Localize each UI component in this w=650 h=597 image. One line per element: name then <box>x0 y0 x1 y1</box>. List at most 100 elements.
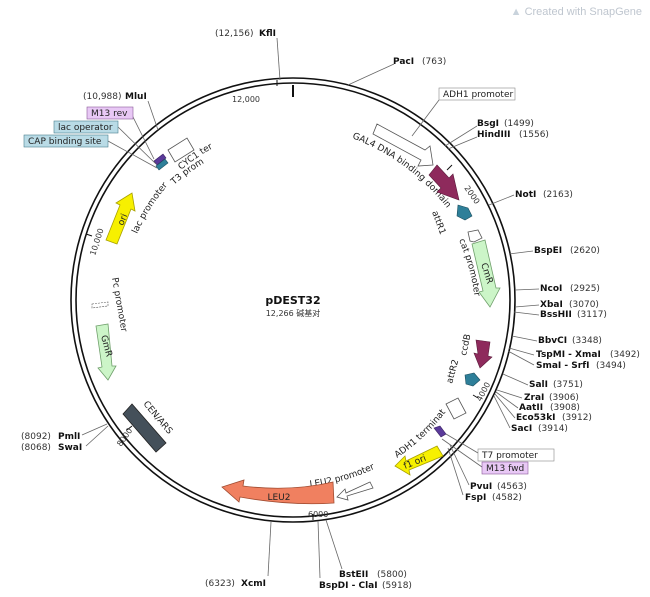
feature-white-box[interactable] <box>445 397 467 420</box>
cap-binding-site-box[interactable] <box>23 134 109 148</box>
feature-adh1-terminator-label: ADH1 terminator <box>0 0 448 460</box>
site-sali-pos: (3751) <box>553 380 583 390</box>
feature-leu2-promoter-arrow[interactable] <box>336 481 374 501</box>
cap-binding-site-label: CAP binding site <box>28 137 102 147</box>
site-kfli-name: KflI <box>259 29 276 39</box>
feature-leu2-label: LEU2 <box>267 493 290 503</box>
site-pvui-pos: (4563) <box>497 482 527 492</box>
site-tspmi-name: TspMI - XmaI <box>536 350 601 360</box>
site-fspi-pos: (4582) <box>492 493 522 503</box>
site-zrai-pos: (3906) <box>549 393 579 403</box>
feature-f1-ori-arrow[interactable] <box>394 445 444 476</box>
feature-gmr-arrow[interactable] <box>95 323 117 381</box>
site-paci-name: PacI <box>393 57 414 67</box>
tick-label-6000: 6000 <box>308 510 328 519</box>
site-xbai-name: XbaI <box>540 300 563 310</box>
lac-operator-label: lac operator <box>58 123 113 133</box>
feature-cmr-arrow[interactable] <box>471 239 501 308</box>
site-bsteii-name: BstEII <box>339 570 368 580</box>
site-ncoi-pos: (2925) <box>570 284 600 294</box>
site-mlui-name: MluI <box>125 92 147 102</box>
site-saci-name: SacI <box>511 424 532 434</box>
feature-f1-ori-label: f1 ori <box>402 454 428 472</box>
site-pmli-name: PmlI <box>58 432 80 442</box>
feature-pc-promoter-mark[interactable] <box>91 301 109 309</box>
feature-gal4-arrow[interactable] <box>372 123 434 167</box>
feature-ori-arrow[interactable] <box>105 192 136 245</box>
watermark-text: Created with SnapGene <box>524 6 642 18</box>
site-swai-name: SwaI <box>58 443 82 453</box>
m13-rev-label: M13 rev <box>91 109 128 119</box>
feature-ori-label: ori <box>117 213 131 228</box>
feature-t7-promoter-mark[interactable] <box>433 425 447 438</box>
feature-pc-promoter-label: Pc promoter <box>109 277 128 333</box>
feature-cyc1-terminator-box[interactable] <box>167 137 195 163</box>
site-eco53ki-pos: (3912) <box>562 413 592 423</box>
site-paci-pos: (763) <box>422 57 446 67</box>
feature-attr2-label: attR2 <box>445 358 461 384</box>
site-mlui-pos: (10,988) <box>83 92 122 102</box>
tick-label-10000: 10,000 <box>88 227 105 256</box>
tick-marks <box>85 80 479 520</box>
site-aatii-pos: (3908) <box>550 403 580 413</box>
site-noti-name: NotI <box>515 190 536 200</box>
plasmid-length: 12,266 碱基对 <box>266 308 321 318</box>
feature-magenta-arrow[interactable] <box>428 164 460 201</box>
adh1-promoter-box[interactable] <box>438 87 516 101</box>
tick-label-12000: 12,000 <box>232 95 260 104</box>
site-smai-pos: (3494) <box>596 361 626 371</box>
feature-cen-ars-box[interactable] <box>122 403 167 453</box>
site-hindiii-name: HindIII <box>477 130 511 140</box>
snapgene-logo-icon: ▲ <box>510 6 522 18</box>
site-ncoi-name: NcoI <box>540 284 562 294</box>
site-sali-name: SalI <box>529 380 548 390</box>
adh1-promoter-label: ADH1 promoter <box>443 90 514 100</box>
feature-ccdb-label: ccdB <box>459 333 473 356</box>
m13-rev-box[interactable] <box>86 106 134 120</box>
site-bsshii-name: BssHII <box>540 310 572 320</box>
feature-small-teal[interactable] <box>155 158 169 171</box>
feature-leu2-arrow[interactable] <box>221 479 335 505</box>
site-xbai-pos: (3070) <box>569 300 599 310</box>
site-bspei-name: BspEI <box>534 246 562 256</box>
feature-lac-promoter-label: lac promoter <box>131 181 171 236</box>
site-fspi-name: FspI <box>465 493 486 503</box>
site-swai-pos: (8068) <box>21 443 51 453</box>
site-kfli-pos: (12,156) <box>215 29 254 39</box>
site-bbvci-pos: (3348) <box>572 336 602 346</box>
plasmid-name: pDEST32 <box>265 294 320 307</box>
site-aatii-name: AatII <box>519 403 543 413</box>
snapgene-watermark: ▲ Created with SnapGene <box>511 6 642 18</box>
backbone-inner-ring <box>75 82 511 518</box>
site-bspdi-name: BspDI - ClaI <box>319 581 378 591</box>
t7-promoter-box[interactable] <box>477 448 555 462</box>
site-smai-name: SmaI - SrfI <box>536 361 589 371</box>
site-bspei-pos: (2620) <box>570 246 600 256</box>
site-tspmi-pos: (3492) <box>610 350 640 360</box>
site-zrai-name: ZraI <box>524 393 544 403</box>
feature-cat-promoter-arrow[interactable] <box>467 229 483 243</box>
site-bsshii-pos: (3117) <box>577 310 607 320</box>
m13-fwd-label: M13 fwd <box>486 464 524 474</box>
site-pmli-pos: (8092) <box>21 432 51 442</box>
site-saci-pos: (3914) <box>538 424 568 434</box>
site-noti-pos: (2163) <box>543 190 573 200</box>
site-bspdi-pos: (5918) <box>382 581 412 591</box>
site-bsteii-pos: (5800) <box>377 570 407 580</box>
site-pvui-name: PvuI <box>470 482 492 492</box>
feature-attr2-arrow[interactable] <box>464 372 481 387</box>
site-hindiii-pos: (1556) <box>519 130 549 140</box>
t7-promoter-label: T7 promoter <box>481 451 538 461</box>
backbone-outer-ring <box>70 77 516 523</box>
site-bsgi-name: BsgI <box>477 119 499 129</box>
m13-fwd-box[interactable] <box>481 461 529 475</box>
feature-attr1-label: attR1 <box>429 210 447 237</box>
site-xcmi-name: XcmI <box>241 579 266 589</box>
lac-operator-box[interactable] <box>53 120 119 134</box>
feature-ccdb-arrow[interactable] <box>473 339 493 369</box>
site-bsgi-pos: (1499) <box>504 119 534 129</box>
feature-attr1-arrow[interactable] <box>456 204 473 221</box>
site-xcmi-pos: (6323) <box>205 579 235 589</box>
site-eco53ki-name: Eco53kI <box>516 413 556 423</box>
